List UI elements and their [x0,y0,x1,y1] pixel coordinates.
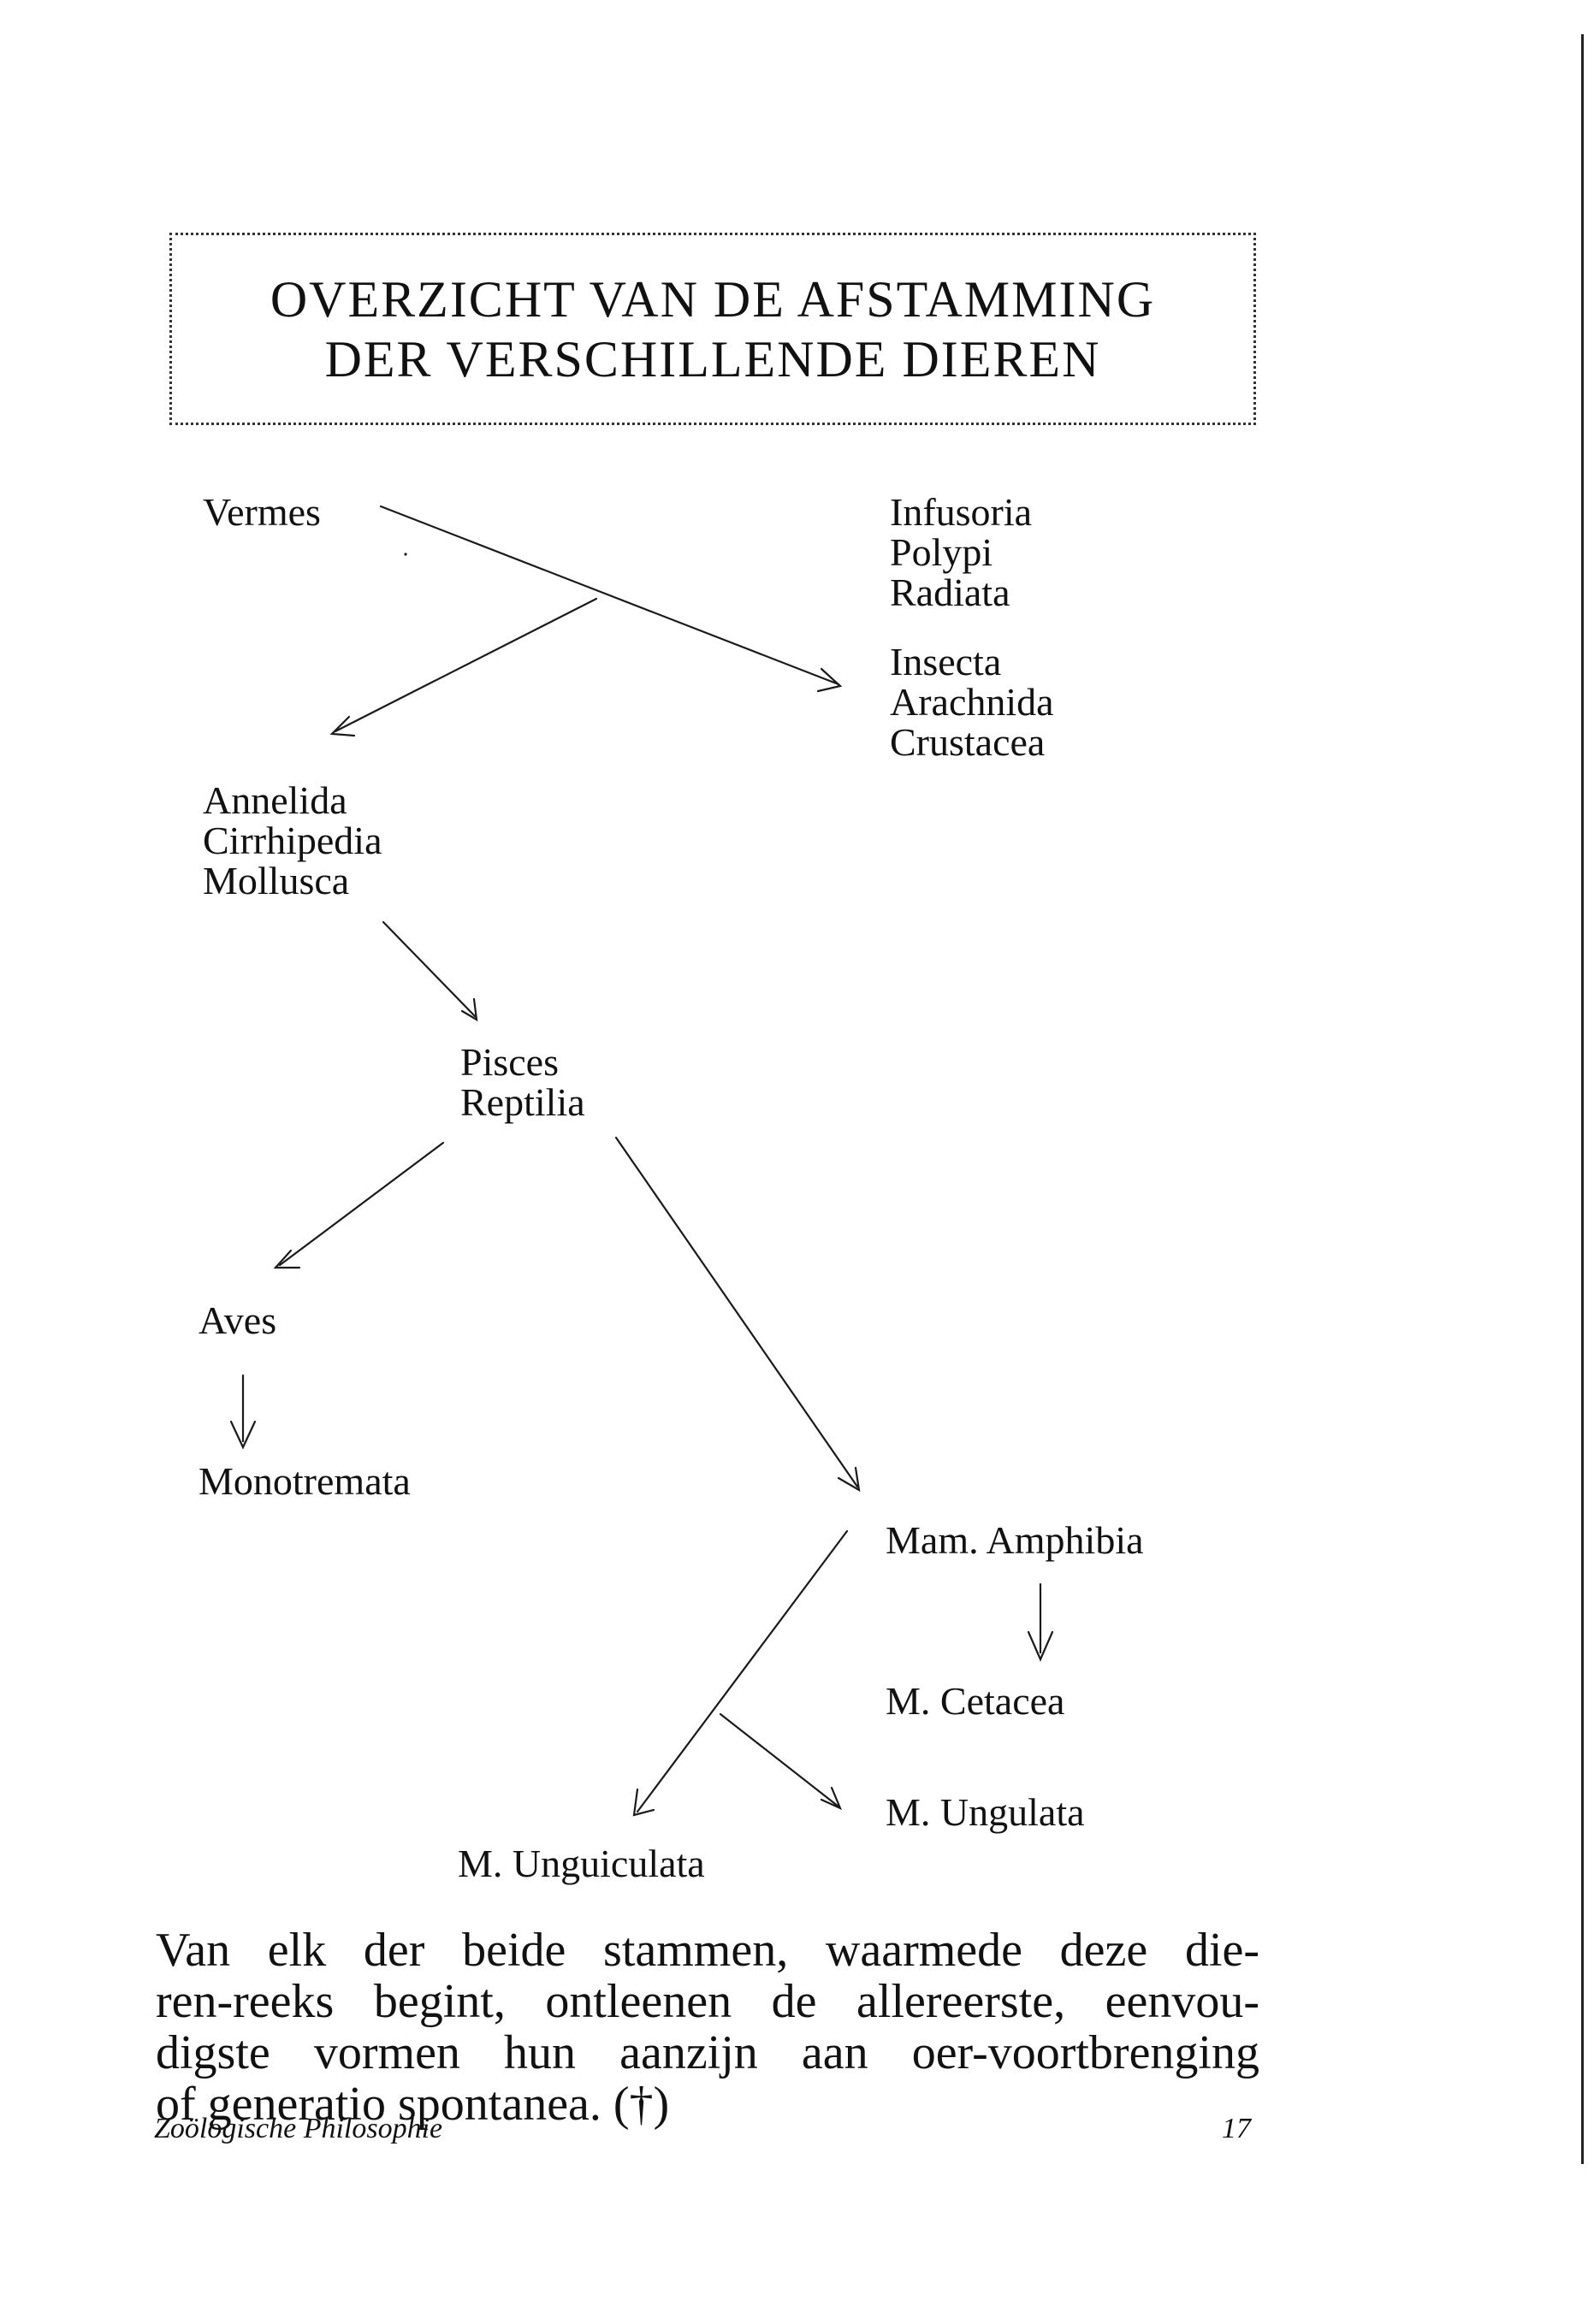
taxon-crustacea: Crustacea [890,720,1046,764]
taxon-radiata: Radiata [890,571,1010,614]
taxon-unguiculata: M. Unguiculata [458,1842,705,1885]
arrow-branch-to-ungulata [719,1712,843,1811]
arrow-mollusca-to-pisces [382,920,478,1022]
body-line-1: Van elk der beide stammen, waarmede deze… [156,1924,1259,1977]
arrow-vermes-to-insecta [379,505,843,693]
taxon-arachnida: Arachnida [890,680,1054,724]
arrow-amphibia-to-unguiculata [632,1529,849,1817]
body-line-2: ren-reeks begint, ontleenen de allereers… [156,1975,1259,2028]
arrow-amphibia-to-cetacea [1027,1582,1054,1662]
page-edge-rule [1581,34,1584,2164]
arrow-vermes-to-annelida [329,597,598,737]
taxon-group-infusoria: Infusoria Polypi Radiata [890,492,1032,612]
arrow-reptilia-to-aves [273,1141,445,1269]
taxon-cirrhipedia: Cirrhipedia [203,819,382,862]
arrow-reptilia-to-amphibia [614,1136,861,1493]
arrow-aves-to-monotremata [229,1374,257,1450]
taxon-reptilia: Reptilia [460,1080,585,1124]
body-line-3: digste vormen hun aanzijn aan oer-voortb… [156,2026,1259,2079]
taxon-aves: Aves [199,1298,277,1342]
taxon-group-pisces: Pisces Reptilia [460,1042,585,1122]
page-number: 17 [1222,2113,1251,2144]
title-line-2: DER VERSCHILLENDE DIEREN [324,330,1101,387]
taxon-insecta: Insecta [890,640,1002,683]
title-line-1: OVERZICHT VAN DE AFSTAMMING [270,270,1156,328]
taxon-pisces: Pisces [460,1040,559,1084]
taxon-vermes: Vermes [203,490,321,534]
body-line-4: of generatio spontanea. (†) [156,2078,670,2131]
taxon-monotremata: Monotremata [199,1459,411,1503]
taxon-polypi: Polypi [890,530,993,574]
taxon-mollusca: Mollusca [203,859,350,902]
taxon-ungulata: M. Ungulata [886,1790,1085,1834]
taxon-amphibia: Mam. Amphibia [886,1518,1144,1562]
running-footer-title: Zoölogische Philosophie [154,2113,443,2144]
taxon-annelida: Annelida [203,778,347,822]
taxon-infusoria: Infusoria [890,490,1033,534]
taxon-cetacea: M. Cetacea [886,1679,1065,1723]
title-box: OVERZICHT VAN DE AFSTAMMING DER VERSCHIL… [169,233,1256,425]
taxon-group-annelida: Annelida Cirrhipedia Mollusca [203,780,382,901]
body-paragraph: Van elk der beide stammen, waarmede deze… [156,1925,1259,2130]
taxon-group-insecta: Insecta Arachnida Crustacea [890,642,1054,762]
